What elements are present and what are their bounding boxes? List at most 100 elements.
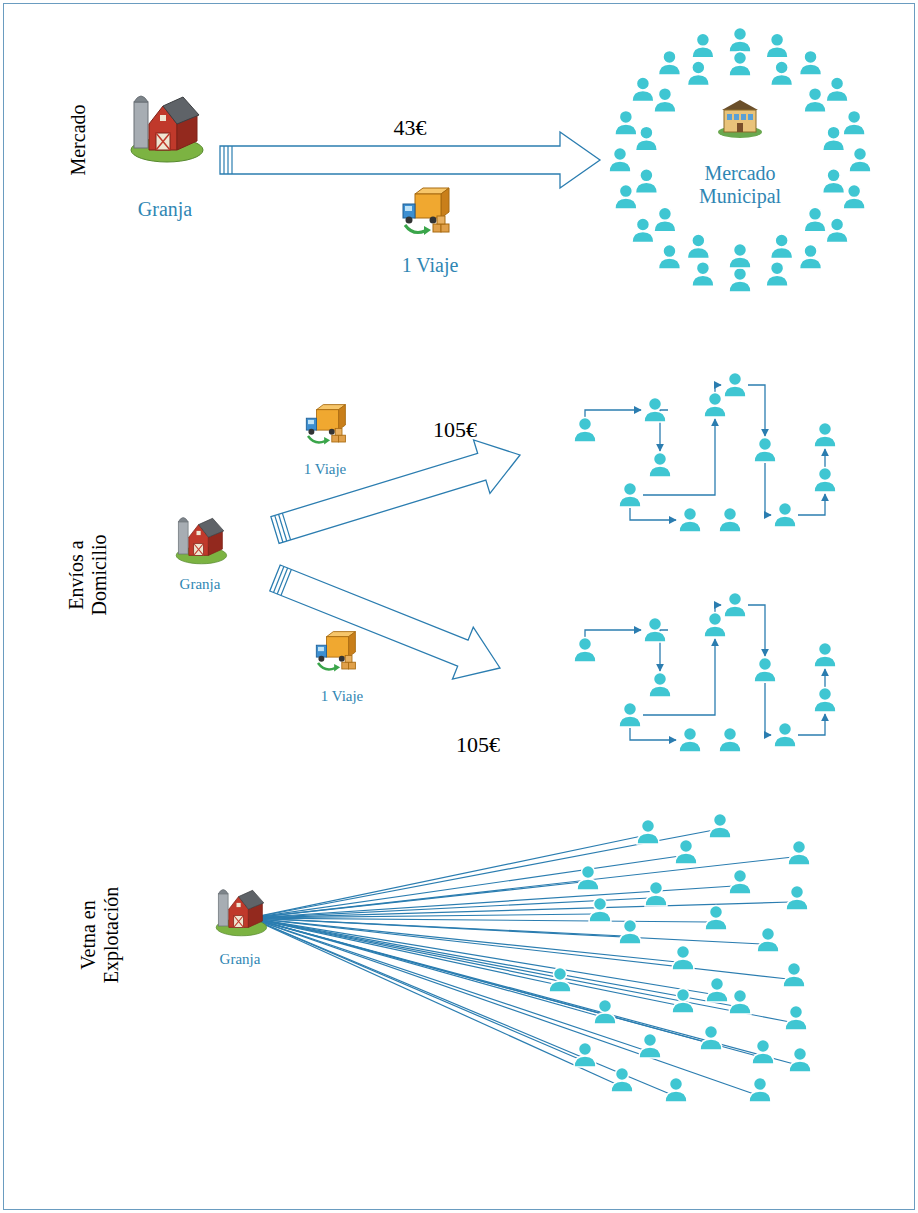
person-body <box>800 258 822 269</box>
person-icon <box>594 1000 616 1025</box>
person-body <box>729 1003 751 1014</box>
delivery-arrow <box>318 663 335 669</box>
person-icon <box>619 920 641 945</box>
cargo-front <box>415 194 441 218</box>
arrow-tail-bar <box>227 146 228 174</box>
route-line <box>765 683 771 735</box>
person-head <box>762 928 775 941</box>
person-icon <box>774 503 796 528</box>
person-icon <box>679 508 701 533</box>
person-icon <box>843 185 865 210</box>
person-head <box>724 728 737 741</box>
arrow-tail-bar <box>223 146 224 174</box>
door-cross <box>156 133 170 150</box>
person-head <box>791 886 804 899</box>
person-body <box>675 853 697 864</box>
person-icon <box>724 373 746 398</box>
person-icon <box>771 61 793 86</box>
cargo-front <box>327 637 349 657</box>
truck-icon <box>306 405 345 445</box>
node-label: Granja <box>220 951 261 968</box>
person-body <box>766 275 788 286</box>
parcel <box>335 428 342 435</box>
person-head <box>677 989 690 1002</box>
parcel <box>342 662 349 669</box>
parcel <box>345 655 352 662</box>
person-icon <box>752 1040 774 1065</box>
customer-ring <box>609 28 871 293</box>
person-icon <box>766 33 788 58</box>
person-head <box>696 33 709 46</box>
row-title: Envíos a Domicilio <box>65 525 111 625</box>
person-head <box>793 841 806 854</box>
person-body <box>632 232 654 243</box>
cargo-front <box>317 410 339 430</box>
person-head <box>809 88 822 101</box>
person-icon <box>658 245 680 270</box>
person-icon <box>709 814 731 839</box>
sale-line <box>250 918 794 1064</box>
person-body <box>574 1056 596 1067</box>
person-head <box>654 673 667 686</box>
person-icon <box>789 1048 811 1073</box>
person-head <box>804 50 817 63</box>
person-head <box>710 906 723 919</box>
barn-icon <box>216 890 266 936</box>
person-body <box>609 161 631 172</box>
person-head <box>714 814 727 827</box>
person-body <box>729 257 751 268</box>
person-icon <box>577 866 599 891</box>
person-head <box>848 185 861 198</box>
person-icon <box>649 673 671 698</box>
person-head <box>663 50 676 63</box>
truck-wheel <box>339 656 345 662</box>
silo-dome <box>178 518 188 522</box>
person-head <box>771 262 784 275</box>
person-icon <box>754 658 776 683</box>
person-icon <box>589 898 611 923</box>
person-icon <box>749 1078 771 1103</box>
arrow-tail-bar <box>282 513 290 540</box>
person-body <box>774 516 796 527</box>
person-head <box>692 61 705 74</box>
person-body <box>729 41 751 52</box>
sale-line <box>250 918 754 1094</box>
person-head <box>624 703 637 716</box>
person-icon <box>719 728 741 753</box>
arrow-tail-bar <box>231 146 232 174</box>
person-head <box>692 234 705 247</box>
cargo-side <box>349 632 356 658</box>
person-body <box>574 651 596 662</box>
route-line <box>765 463 771 515</box>
person-head <box>819 468 832 481</box>
person-icon <box>729 268 751 293</box>
parcel <box>441 224 449 232</box>
person-body <box>549 981 571 992</box>
person-body <box>757 941 779 952</box>
person-icon <box>705 906 727 931</box>
person-body <box>658 64 680 75</box>
silo <box>218 894 228 926</box>
person-body <box>619 933 641 944</box>
customer-route <box>574 593 836 753</box>
sale-line <box>250 918 790 1022</box>
person-body <box>649 466 671 477</box>
row-title: Mercado <box>67 80 90 200</box>
sale-line <box>250 857 793 918</box>
person-icon <box>849 148 871 173</box>
connector-group <box>220 132 600 188</box>
person-body <box>729 883 751 894</box>
route-line <box>585 630 641 637</box>
farm-sale-lines <box>250 814 811 1103</box>
truck-cab <box>403 204 415 218</box>
person-icon <box>804 88 826 113</box>
person-icon <box>757 928 779 953</box>
trip-count: 1 Viaje <box>402 254 459 277</box>
route-line <box>643 639 715 715</box>
person-body <box>752 1053 774 1064</box>
person-icon <box>637 820 659 845</box>
person-head <box>670 1078 683 1091</box>
route-line <box>748 385 765 436</box>
person-icon <box>823 169 845 194</box>
